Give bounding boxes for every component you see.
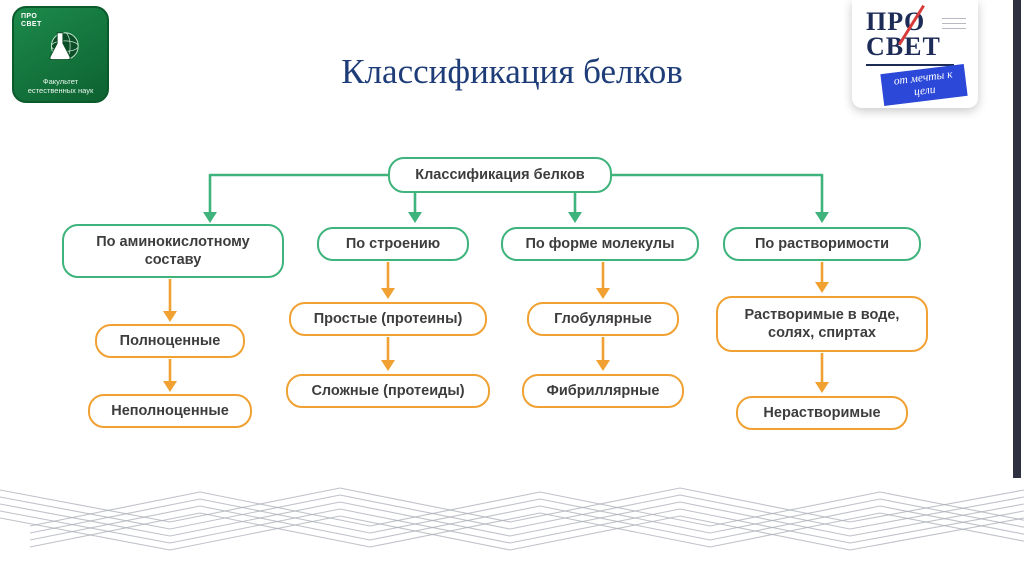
zigzag-decoration	[0, 487, 1024, 551]
category-molecule-shape: По форме молекулы	[501, 227, 699, 261]
small-text-lines-decoration	[942, 14, 966, 33]
prosvet-brand-line1: ПРО	[866, 7, 926, 36]
right-edge-strip	[1013, 0, 1021, 478]
category-amino-acid-composition: По аминокислотному составу	[62, 224, 284, 278]
node-insoluble: Нерастворимые	[736, 396, 908, 430]
node-complete-proteins: Полноценные	[95, 324, 245, 358]
diagram-connectors	[163, 173, 829, 393]
node-simple-proteins: Простые (протеины)	[289, 302, 487, 336]
faculty-caption-line2: естественных наук	[27, 86, 94, 96]
slogan-ribbon: от мечты к цели	[880, 64, 968, 106]
category-structure: По строению	[317, 227, 469, 261]
faculty-logo-brand-line2: СВЕТ	[21, 21, 42, 29]
node-soluble: Растворимые в воде, солях, спиртах	[716, 296, 928, 352]
slide-title: Классификация белков	[341, 52, 683, 91]
divider-line	[866, 64, 954, 66]
diagram-root-node: Классификация белков	[388, 157, 612, 193]
faculty-caption-line1: Факультет	[42, 76, 79, 86]
flask-globe-icon	[48, 32, 79, 60]
green-connectors	[203, 173, 829, 223]
faculty-caption: Факультет естественных наук	[14, 77, 107, 97]
node-fibrillar: Фибриллярные	[522, 374, 684, 408]
node-globular: Глобулярные	[527, 302, 679, 336]
faculty-logo-brand: ПРО СВЕТ	[21, 13, 42, 29]
node-complex-proteids: Сложные (протеиды)	[286, 374, 490, 408]
orange-connectors	[163, 262, 829, 393]
category-solubility: По растворимости	[723, 227, 921, 261]
node-incomplete-proteins: Неполноценные	[88, 394, 252, 428]
faculty-logo-brand-line1: ПРО	[21, 13, 38, 20]
prosvet-logo: ПРО СВЕТ от мечты к цели	[852, 0, 978, 108]
faculty-logo: ПРО СВЕТ Факультет естественных наук	[12, 6, 109, 103]
